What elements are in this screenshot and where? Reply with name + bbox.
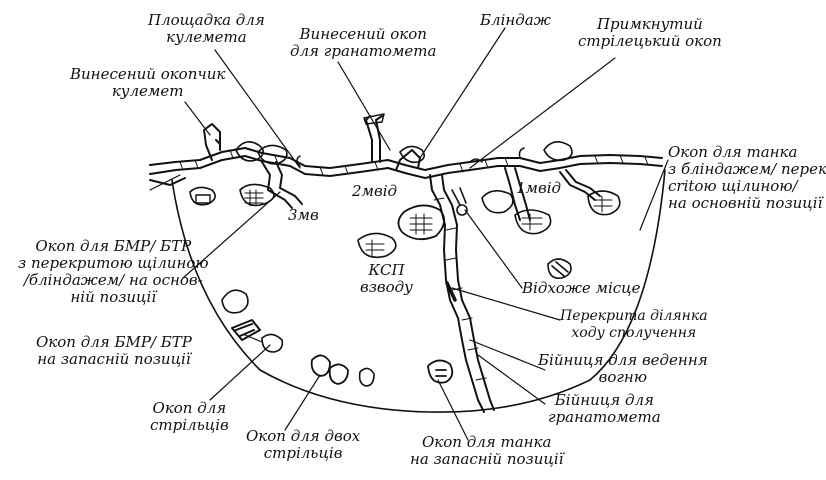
squad1-grid: [521, 213, 543, 231]
ksp-pit: [357, 232, 397, 259]
tank-main-grid: [593, 195, 613, 213]
main-trench-inner: [149, 155, 663, 179]
label-mg-platform: Площадка для кулемета: [148, 11, 265, 46]
bmp-reserve-pit-2: [261, 333, 284, 353]
latrine-branch: [451, 187, 467, 206]
label-tank-main: Окоп для танка з бліндажем/ перек- crito…: [668, 143, 826, 212]
two-riflemen-pit: [310, 354, 349, 385]
label-fwd-foxhole-mg: Винесений окопчик кулемет: [70, 65, 226, 100]
tank-reserve-pit: [427, 359, 454, 384]
label-embrasure-fire: Бійниця для ведення вогню: [538, 351, 708, 386]
ksp-pit-grid: [365, 239, 385, 257]
squad3-pit-vehicle: [195, 194, 211, 204]
riflemen-pit: [358, 367, 375, 387]
dugout-left-2: [257, 144, 288, 165]
dugout-left-1: [235, 141, 264, 162]
leader-lines: [149, 27, 669, 441]
bmp-reserve-vehicle: [231, 319, 261, 341]
label-dugout: Бліндаж: [480, 11, 551, 29]
dugout-center: [399, 145, 426, 164]
comm-trench: [429, 174, 495, 413]
bmp-reserve-pit: [221, 289, 249, 314]
squad3-grid: [244, 189, 264, 207]
squad1-side: [559, 169, 601, 201]
label-covered-passage: Перекрита ділянка ходу сполучення: [560, 308, 708, 341]
squad1-pit-b: [514, 209, 552, 235]
trench-texture: [179, 149, 649, 176]
latrine-symbol: [547, 258, 572, 280]
fwd-foxhole-mg: [203, 123, 221, 161]
label-adj-rifle-trench: Примкнутий стрілецький окоп: [578, 15, 722, 50]
position-boundary: [171, 169, 666, 413]
left-branch: [149, 177, 186, 186]
squad3-pit: [189, 186, 216, 206]
squad3-branch: [261, 161, 303, 209]
ksp-trench: [397, 204, 446, 241]
latrine-pit: [456, 204, 468, 216]
ksp-grid: [409, 213, 433, 235]
trench-junctions: [296, 147, 525, 167]
label-tank-reserve: Окоп для танка на запасній позиції: [410, 433, 564, 468]
label-fwd-trench-gl: Винесений окоп для гранатомета: [290, 25, 437, 60]
covered-passage: [445, 281, 457, 302]
label-squad-2: 2мвід: [352, 182, 398, 200]
label-latrine: Відхоже місце: [522, 279, 641, 297]
label-bmp-reserve: Окоп для БМР/ БТР на запасній позиції: [36, 333, 192, 368]
label-ksp: КСП взводу: [360, 261, 413, 296]
fwd-trench-gl-end: [363, 113, 385, 125]
label-squad-1: 1мвід: [516, 179, 562, 197]
squad1-pit-a: [481, 190, 514, 214]
label-riflemen: Окоп для стрільців: [150, 399, 229, 434]
right-dugout: [543, 141, 573, 162]
label-bmp-main: Окоп для БМР/ БТР з перекритою щілиною /…: [18, 237, 209, 306]
label-squad-3: 3мв: [288, 206, 319, 224]
label-embrasure-gl: Бійниця для гранатомета: [548, 391, 661, 426]
label-two-riflemen: Окоп для двох стрільців: [246, 427, 361, 462]
tank-main-pit: [587, 190, 621, 216]
